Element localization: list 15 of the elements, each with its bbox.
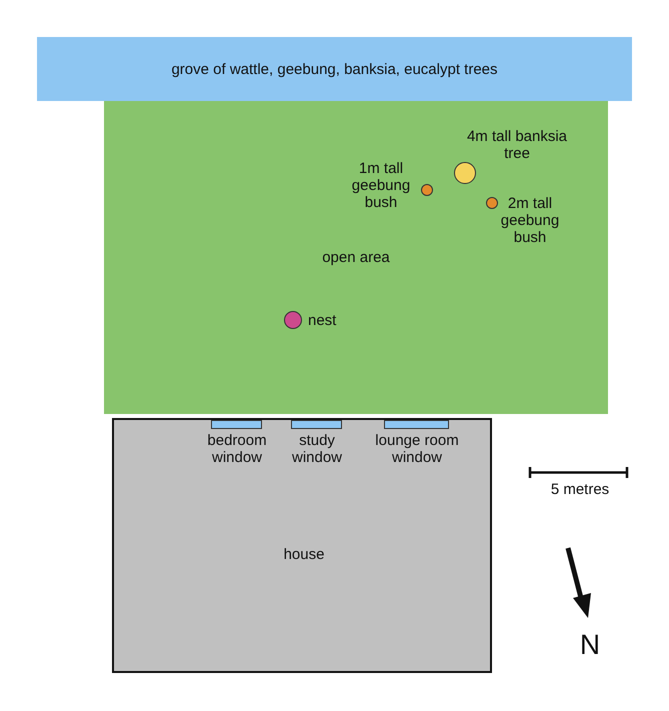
window-label: bedroom window xyxy=(206,432,268,466)
area-label: grove of wattle, geebung, banksia, eucalypt trees xyxy=(170,61,499,78)
scale-label: 5 metres xyxy=(550,481,610,498)
house-outline xyxy=(112,418,492,673)
plant-label: 4m tall banksia tree xyxy=(466,128,568,162)
plant-label: 2m tall geebung bush xyxy=(500,195,560,246)
area-label: house xyxy=(282,546,326,563)
compass-label: N xyxy=(578,630,602,660)
window-label: study window xyxy=(290,432,344,466)
window-label: lounge room window xyxy=(374,432,460,466)
tree-grove-band xyxy=(37,37,632,101)
area-label: open area xyxy=(321,249,391,266)
plant-label: nest xyxy=(308,312,338,329)
plant-label: 1m tall geebung bush xyxy=(350,160,412,211)
grass-area xyxy=(104,101,608,414)
